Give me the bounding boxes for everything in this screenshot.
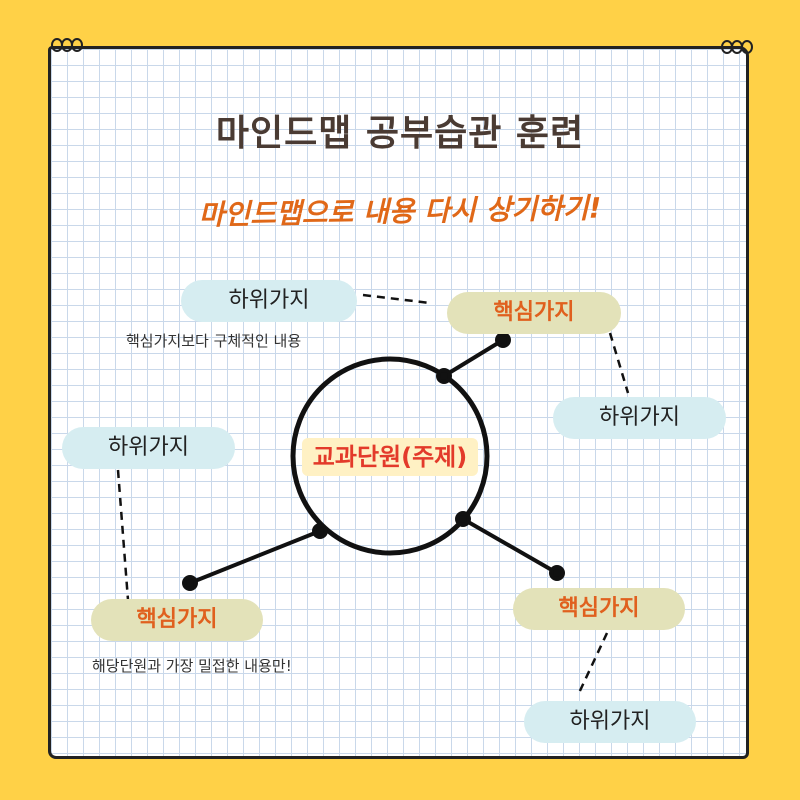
- core-branch-bottom-right: 핵심가지: [513, 588, 685, 630]
- sub-branch-note: 핵심가지보다 구체적인 내용: [126, 332, 302, 350]
- core-branch-top-right: 핵심가지: [447, 292, 621, 334]
- dashed-link-top: [362, 293, 431, 305]
- right-binder-clip-icon: [721, 40, 753, 54]
- left-binder-clip-icon: [51, 38, 83, 52]
- dashed-link-left: [116, 469, 130, 601]
- branch-dot: [549, 565, 565, 581]
- branch-bottom-right: [462, 517, 558, 575]
- branch-top-right: [442, 338, 505, 378]
- core-branch-note: 해당단원과 가장 밀접한 내용만!: [92, 657, 292, 675]
- branch-dot: [455, 511, 471, 527]
- branch-dot: [312, 523, 328, 539]
- sub-branch-right: 하위가지: [553, 397, 726, 439]
- center-topic: 교과단원(주제): [302, 438, 478, 476]
- sub-branch-left: 하위가지: [62, 427, 235, 469]
- page-title: 마인드맵 공부습관 훈련: [215, 113, 585, 154]
- dashed-link-bottom: [576, 632, 609, 696]
- center-circle: [290, 356, 490, 556]
- branch-dot: [182, 575, 198, 591]
- core-branch-bottom-left: 핵심가지: [91, 599, 263, 641]
- dashed-link-right: [608, 332, 630, 394]
- branch-dot: [436, 368, 452, 384]
- sub-branch-top-left: 하위가지: [181, 280, 357, 322]
- branch-bottom-left: [189, 529, 321, 585]
- sub-branch-bottom: 하위가지: [524, 701, 696, 743]
- branch-dot: [495, 332, 511, 348]
